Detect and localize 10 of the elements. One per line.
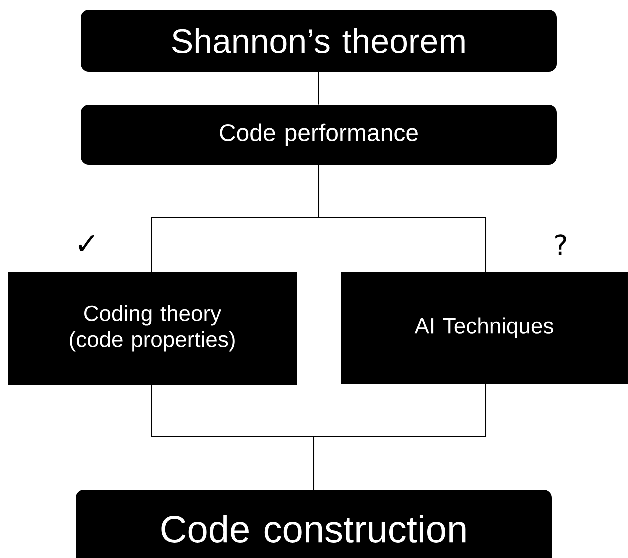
connector-line	[314, 384, 486, 490]
process-box: Code construction	[76, 490, 552, 558]
process-box: AI Techniques	[341, 272, 628, 384]
process-box: Code performance	[81, 105, 557, 165]
process-box: Coding theory (code properties)	[8, 272, 297, 385]
heading-box: Shannon’s theorem	[81, 10, 557, 72]
connector-line	[318, 72, 320, 106]
connector-line	[318, 164, 486, 272]
check-mark: ✓	[78, 236, 94, 252]
question-mark: ?	[556, 234, 566, 256]
